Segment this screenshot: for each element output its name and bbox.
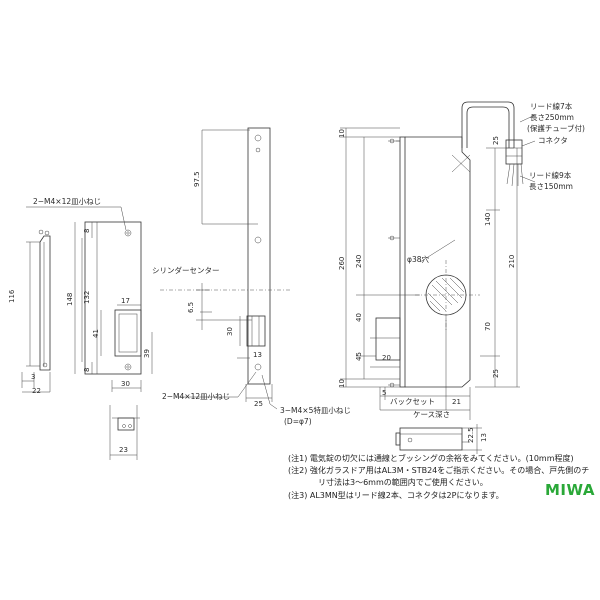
dim-3: 3 xyxy=(31,373,35,381)
lock-bottom-view xyxy=(395,424,482,454)
cylinder-center-label: シリンダーセンター xyxy=(152,265,220,275)
dim-132: 132 xyxy=(83,291,91,304)
dim-41: 41 xyxy=(92,329,100,338)
side-view-left xyxy=(21,229,51,393)
lead-7-title: リード線7本 xyxy=(530,101,573,111)
notes-block: (注1) 電気錠の切欠には通線とブッシングの余裕をみてください。(10mm程度)… xyxy=(288,453,598,502)
dim-40: 40 xyxy=(355,313,363,322)
lead-7-length: 長さ250mm xyxy=(530,113,574,122)
note-1: (注1) 電気錠の切欠には通線とブッシングの余裕をみてください。(10mm程度) xyxy=(288,454,574,463)
dim-21: 21 xyxy=(452,398,461,406)
dim-23: 23 xyxy=(119,446,128,454)
lead-7-tube: (保護チューブ付) xyxy=(527,123,585,133)
lead-9-length: 長さ150mm xyxy=(529,182,573,191)
dim-148: 148 xyxy=(66,293,74,306)
hole-label: φ38穴 xyxy=(407,254,429,264)
dim-140: 140 xyxy=(484,213,492,226)
dim-97-5: 97.5 xyxy=(193,171,201,187)
dim-10-top: 10 xyxy=(338,129,346,138)
dim-260: 260 xyxy=(338,257,346,270)
dim-8-bottom: 8 xyxy=(83,368,91,372)
lock-body-side xyxy=(340,101,536,420)
note-3: (注3) AL3MN型はリード線2本、コネクタは2Pになります。 xyxy=(288,490,504,500)
screw-bottom-label: 2−M4×12皿小ねじ xyxy=(162,392,230,401)
dim-5: 5 xyxy=(382,389,386,397)
dim-39: 39 xyxy=(143,349,151,358)
dim-240: 240 xyxy=(355,255,363,268)
dim-210: 210 xyxy=(508,255,516,268)
dim-116: 116 xyxy=(8,289,16,303)
dim-22-5: 22.5 xyxy=(467,427,475,443)
dim-25-face: 25 xyxy=(254,400,263,408)
screw-mount-label: 3−M4×5特皿小ねじ xyxy=(280,405,351,415)
note-2-continued: リ寸法は3〜6mmの範囲内でご使用ください。 xyxy=(318,478,488,488)
dim-8-top: 8 xyxy=(83,229,91,233)
note-2: (注2) 強化ガラスドア用はAL3M・STB24をご指示ください。その場合、戸先… xyxy=(288,466,590,476)
dim-20: 20 xyxy=(382,354,391,362)
case-depth-label: ケース深さ xyxy=(413,410,450,419)
faceplate-front xyxy=(160,127,290,410)
screw-mount-dia: (D=φ7) xyxy=(284,417,312,426)
dim-70: 70 xyxy=(484,322,492,331)
connector-label: コネクタ xyxy=(538,136,568,145)
screw-front-label: 2−M4×12皿小ねじ xyxy=(33,197,101,206)
strike-bottom-view xyxy=(109,405,140,460)
dim-30-width: 30 xyxy=(121,380,130,388)
dim-25-bottom: 25 xyxy=(492,369,500,378)
brand-logo: MIWA xyxy=(545,481,595,499)
dim-6-5: 6.5 xyxy=(187,302,195,313)
strike-plate-front xyxy=(26,206,153,392)
dim-17: 17 xyxy=(121,297,130,305)
dim-13-bottom: 13 xyxy=(480,433,488,442)
lead-9-title: リード線9本 xyxy=(529,170,572,180)
dim-30-height: 30 xyxy=(226,327,234,336)
dim-22: 22 xyxy=(32,387,41,395)
dim-10-bottom: 10 xyxy=(338,379,346,388)
dim-45: 45 xyxy=(355,352,363,361)
dim-13: 13 xyxy=(253,351,262,359)
dim-25-top: 25 xyxy=(492,136,500,145)
backset-label: バックセット xyxy=(390,397,435,406)
